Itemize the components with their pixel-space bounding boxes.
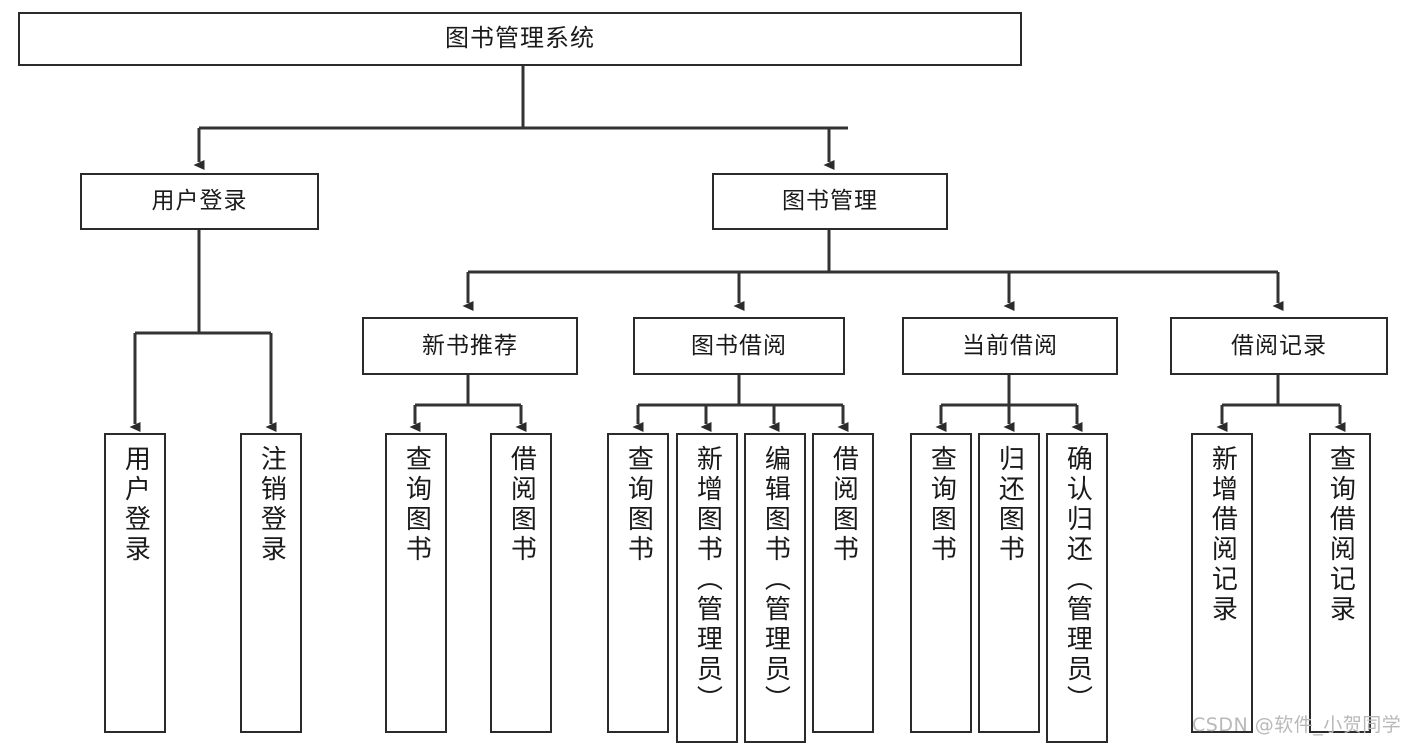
leaf-return-book-label: 归还图书 — [994, 445, 1025, 565]
leaf-query-record[interactable]: 查询借阅记录 — [1309, 433, 1371, 733]
leaf-user-login[interactable]: 用户登录 — [104, 433, 166, 733]
leaf-user-login-label: 用户登录 — [120, 445, 151, 565]
leaf-add-book-label: 新增图书（管理员） — [692, 445, 723, 715]
node-book-borrow-label: 图书借阅 — [691, 332, 787, 359]
leaf-borrow-book-1[interactable]: 借阅图书 — [490, 433, 552, 733]
node-borrow-record-label: 借阅记录 — [1231, 332, 1327, 359]
node-root-label: 图书管理系统 — [445, 24, 595, 53]
node-current-borrow[interactable]: 当前借阅 — [902, 317, 1118, 375]
watermark-text: CSDN @软件_小贺同学 — [1192, 714, 1402, 736]
leaf-return-book[interactable]: 归还图书 — [978, 433, 1040, 733]
leaf-edit-book-label: 编辑图书（管理员） — [760, 445, 791, 715]
node-user-login-label: 用户登录 — [151, 188, 248, 215]
node-user-login[interactable]: 用户登录 — [80, 173, 319, 230]
node-current-borrow-label: 当前借阅 — [962, 332, 1058, 359]
leaf-query-book-2-label: 查询图书 — [623, 445, 654, 565]
leaf-borrow-book-1-label: 借阅图书 — [506, 445, 537, 565]
leaf-borrow-book-2-label: 借阅图书 — [828, 445, 859, 565]
node-new-book-recommend[interactable]: 新书推荐 — [362, 317, 578, 375]
node-new-book-recommend-label: 新书推荐 — [422, 332, 518, 359]
leaf-query-book-2[interactable]: 查询图书 — [607, 433, 669, 733]
node-book-management[interactable]: 图书管理 — [712, 173, 948, 230]
leaf-edit-book[interactable]: 编辑图书（管理员） — [744, 433, 806, 743]
node-book-management-label: 图书管理 — [782, 188, 878, 215]
leaf-query-book-1-label: 查询图书 — [401, 445, 432, 565]
leaf-add-book[interactable]: 新增图书（管理员） — [676, 433, 738, 743]
node-book-borrow[interactable]: 图书借阅 — [633, 317, 845, 375]
leaf-query-book-3-label: 查询图书 — [926, 445, 957, 565]
leaf-borrow-book-2[interactable]: 借阅图书 — [812, 433, 874, 733]
leaf-query-record-label: 查询借阅记录 — [1325, 445, 1356, 625]
leaf-add-record-label: 新增借阅记录 — [1207, 445, 1238, 625]
leaf-confirm-return-label: 确认归还（管理员） — [1062, 445, 1093, 715]
leaf-confirm-return[interactable]: 确认归还（管理员） — [1046, 433, 1108, 743]
leaf-add-record[interactable]: 新增借阅记录 — [1191, 433, 1253, 733]
node-root[interactable]: 图书管理系统 — [18, 12, 1022, 66]
leaf-logout-login[interactable]: 注销登录 — [240, 433, 302, 733]
leaf-query-book-1[interactable]: 查询图书 — [385, 433, 447, 733]
node-borrow-record[interactable]: 借阅记录 — [1170, 317, 1388, 375]
leaf-query-book-3[interactable]: 查询图书 — [910, 433, 972, 733]
leaf-logout-login-label: 注销登录 — [256, 445, 287, 565]
